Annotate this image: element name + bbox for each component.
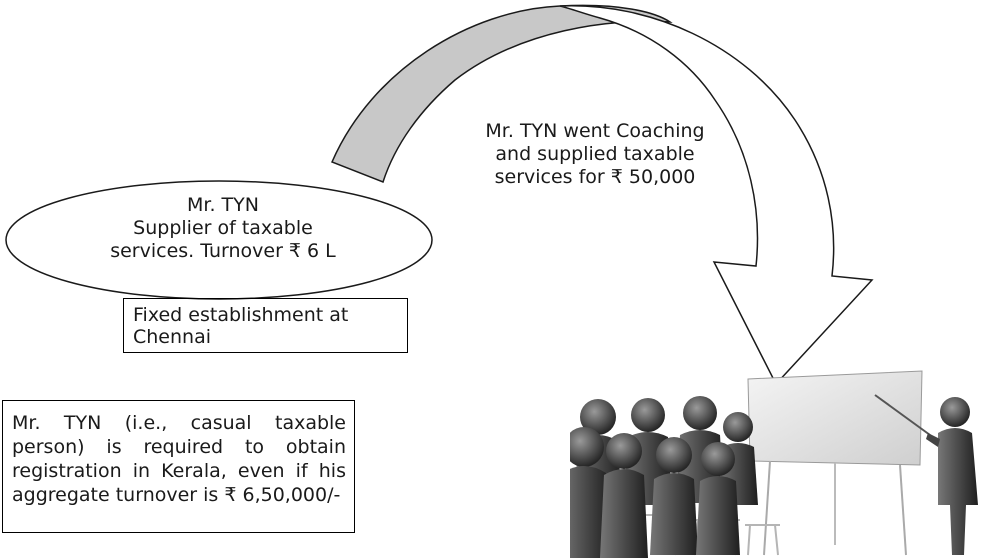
curved-arrow-shadow <box>331 4 673 183</box>
arrow-label-line3: services for ₹ 50,000 <box>494 166 696 188</box>
teacher-figure <box>926 397 978 555</box>
classroom-icon <box>570 370 978 558</box>
arrow-label-line1: Mr. TYN went Coaching <box>485 120 705 142</box>
supplier-ellipse <box>5 180 433 300</box>
supplier-role: Supplier of taxable <box>133 217 313 239</box>
note-text: Mr. TYN (i.e., casual taxable person) is… <box>12 412 346 506</box>
students <box>570 396 758 558</box>
arrow-label-line2: and supplied taxable <box>495 143 695 165</box>
pointer <box>874 394 931 436</box>
supplier-label: Mr. TYN Supplier of taxable services. Tu… <box>88 194 358 263</box>
supplier-name: Mr. TYN <box>187 194 259 216</box>
curved-arrow <box>559 5 874 386</box>
supplier-turnover: services. Turnover ₹ 6 L <box>110 240 336 262</box>
fixed-establishment-box: Fixed establishment at Chennai <box>123 298 408 353</box>
whiteboard <box>747 370 923 466</box>
note-box: Mr. TYN (i.e., casual taxable person) is… <box>2 400 355 533</box>
fixed-establishment-text: Fixed establishment at Chennai <box>133 303 349 348</box>
arrow-label: Mr. TYN went Coaching and supplied taxab… <box>430 120 760 189</box>
